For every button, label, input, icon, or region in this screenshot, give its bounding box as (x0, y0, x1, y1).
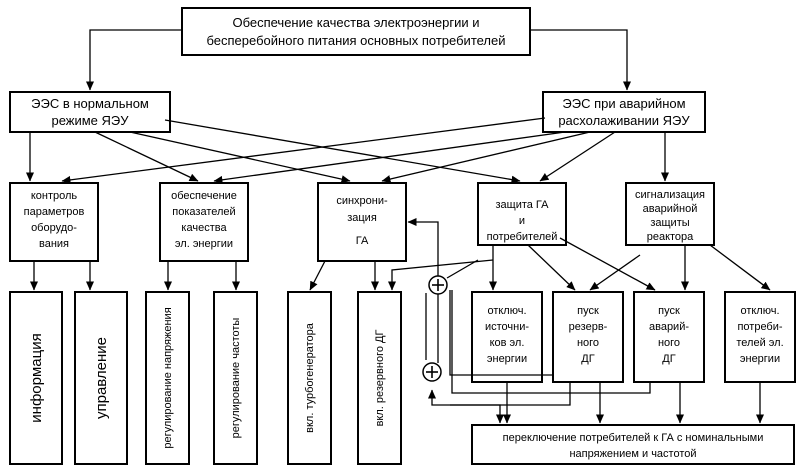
arrow-normal-to-quality (94, 131, 199, 182)
lower-summing-junction (422, 362, 442, 382)
sync-line-1: синхрони- (336, 195, 388, 207)
arrow-protection-to-dg-on (388, 259, 494, 291)
voltage-reg-box (145, 291, 190, 465)
arrow-sum-to-switching (450, 404, 504, 424)
control-line-4: вания (39, 238, 69, 250)
disconnect-cons-line-2: потреби- (737, 321, 782, 333)
start-reserve-line-3: ного (577, 337, 599, 349)
emergency-mode-line-2: расхолаживании ЯЭУ (558, 113, 690, 128)
switching-line-1: переключение потребителей к ГА с номинал… (503, 432, 764, 444)
disconnect-src-line-3: ков эл. (490, 337, 525, 349)
quality-line-4: эл. энергии (175, 238, 233, 250)
quality-line-2: показателей (172, 206, 235, 218)
info-box (9, 291, 63, 465)
disconnect-cons-line-1: отключ. (740, 305, 779, 317)
protection-line-2: и (519, 215, 525, 227)
disconnect-cons-line-4: энергии (740, 353, 780, 365)
disconnect-src-line-4: энергии (487, 353, 527, 365)
feed-start-emergency-to-sum (451, 290, 651, 394)
normal-mode-line-2: режиме ЯЭУ (51, 113, 129, 128)
turbo-on-box (287, 291, 332, 465)
start-emergency-dg-box (633, 291, 705, 383)
start-emergency-line-1: пуск (658, 305, 680, 317)
disconnect-src-line-1: отключ. (487, 305, 526, 317)
sync-line-2: зация (347, 212, 377, 224)
mgmt-label: управление (93, 337, 110, 419)
control-line-1: контроль (31, 190, 78, 202)
arrow-alarm-to-disconnect-cons (709, 244, 771, 291)
start-emergency-line-4: ДГ (662, 353, 675, 365)
goal-line-2: бесперебойного питания основных потребит… (206, 33, 505, 48)
arrow-alarm-to-start-reserve (589, 254, 641, 291)
control-line-2: параметров (24, 206, 85, 218)
normal-mode-box (9, 91, 171, 133)
arrow-sum-to-sync (407, 218, 439, 276)
sync-box (317, 182, 407, 262)
feed-start-reserve-to-sum (449, 290, 553, 376)
dg-on-label: вкл. резервного ДГ (374, 330, 386, 427)
voltage-reg-label: регулирование напряжения (162, 307, 174, 448)
switching-line-2: напряжением и частотой (569, 448, 696, 460)
alarm-line-2: аварийной (643, 203, 698, 215)
start-reserve-line-4: ДГ (581, 353, 594, 365)
arrow-emergency-to-quality (213, 131, 566, 184)
control-line-3: оборудо- (31, 222, 77, 234)
quality-line-3: качества (181, 222, 227, 234)
quality-box (159, 182, 249, 262)
start-reserve-dg-box (552, 291, 624, 383)
start-reserve-line-2: резерв- (569, 321, 608, 333)
arrow-emergency-to-control (61, 117, 546, 184)
arrow-goal-to-normal (86, 29, 182, 91)
alarm-line-4: реактора (647, 231, 694, 243)
goal-box (181, 7, 531, 56)
alarm-line-3: защиты (650, 217, 689, 229)
quality-line-1: обеспечение (171, 190, 237, 202)
arrow-normal-to-protection (164, 119, 521, 184)
freq-reg-box (213, 291, 258, 465)
freq-reg-label: регулирование частоты (230, 318, 242, 439)
arrow-emergency-to-sync (381, 131, 591, 183)
turbo-on-label: вкл. турбогенератора (304, 322, 316, 433)
dg-on-box (357, 291, 402, 465)
goal-line-1: Обеспечение качества электроэнергии и (232, 15, 479, 30)
protection-box (477, 182, 567, 246)
upper-summing-junction (428, 275, 448, 295)
info-label: информация (28, 333, 45, 422)
arrow-protection-to-start-reserve (527, 244, 576, 291)
arrow-protection-to-start-emergency (559, 237, 656, 291)
emergency-mode-box (542, 91, 706, 133)
arrow-goal-to-emergency (530, 29, 631, 91)
arrow-sync-to-turbo (309, 260, 326, 291)
disconnect-cons-line-3: телей эл. (736, 337, 783, 349)
feed-protection-to-upper-sum (446, 259, 479, 279)
alarm-line-1: сигнализация (635, 189, 705, 201)
switching-box (471, 424, 795, 465)
disconnect-src-line-2: источни- (485, 321, 529, 333)
protection-line-3: потребителей (487, 231, 558, 243)
normal-mode-line-1: ЭЭС в нормальном (31, 96, 149, 111)
alarm-box (625, 182, 715, 246)
arrow-sum-return (428, 382, 571, 406)
start-emergency-line-2: аварий- (649, 321, 689, 333)
arrow-normal-to-sync (129, 131, 351, 184)
control-box (9, 182, 99, 262)
mgmt-box (74, 291, 128, 465)
sync-line-3: ГА (356, 235, 369, 247)
protection-line-1: защита ГА (495, 199, 549, 211)
arrow-emergency-to-protection (539, 131, 616, 182)
start-reserve-line-1: пуск (577, 305, 599, 317)
disconnect-consumers-box (724, 291, 796, 383)
emergency-mode-line-1: ЭЭС при аварийном (562, 96, 685, 111)
start-emergency-line-3: ного (658, 337, 680, 349)
